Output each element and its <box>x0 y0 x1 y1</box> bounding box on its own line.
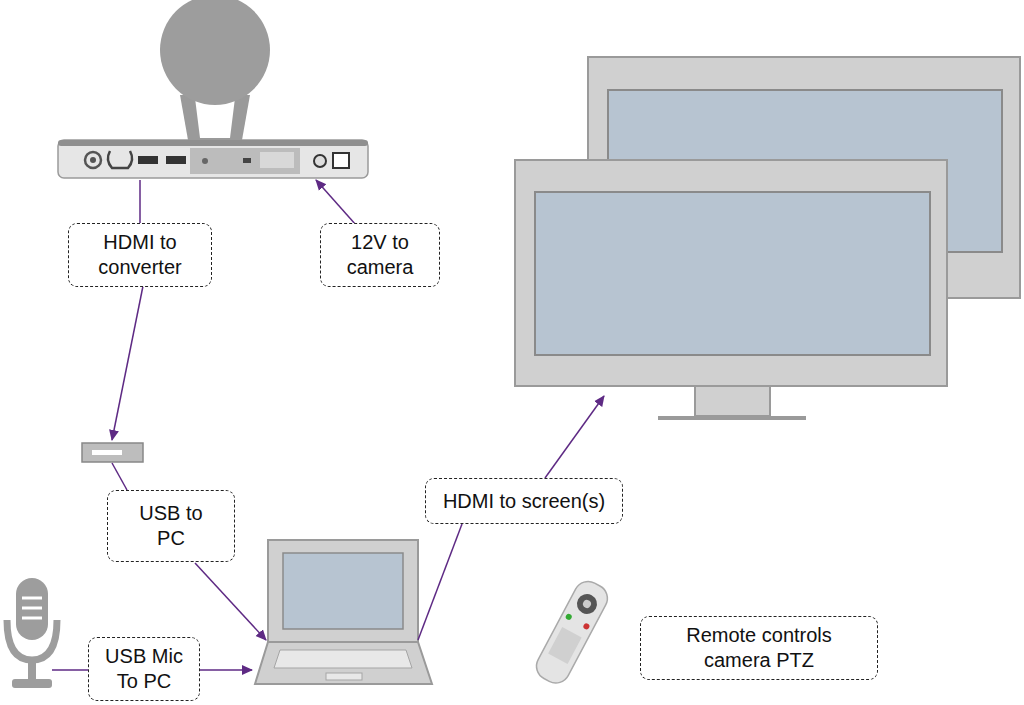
microphone <box>7 578 57 688</box>
camera <box>58 0 368 178</box>
cable-label: USB Mic To PC <box>88 637 200 701</box>
monitor-front <box>515 160 947 420</box>
label-text: 12V to camera <box>334 230 426 280</box>
cable-label: USB to PC <box>107 490 235 562</box>
cable-label: HDMI to converter <box>68 223 212 287</box>
wire <box>52 180 604 670</box>
cable-label: 12V to camera <box>320 223 440 287</box>
label-text: USB to PC <box>130 501 212 551</box>
remote-control <box>532 577 613 688</box>
label-text: HDMI to screen(s) <box>443 489 605 514</box>
label-text: HDMI to converter <box>84 230 196 280</box>
label-text: Remote controls camera PTZ <box>661 623 857 673</box>
converter <box>82 443 143 462</box>
cable-label: HDMI to screen(s) <box>425 478 623 524</box>
label-text: USB Mic To PC <box>100 644 188 694</box>
note-box: Remote controls camera PTZ <box>640 616 878 680</box>
laptop <box>255 540 432 684</box>
